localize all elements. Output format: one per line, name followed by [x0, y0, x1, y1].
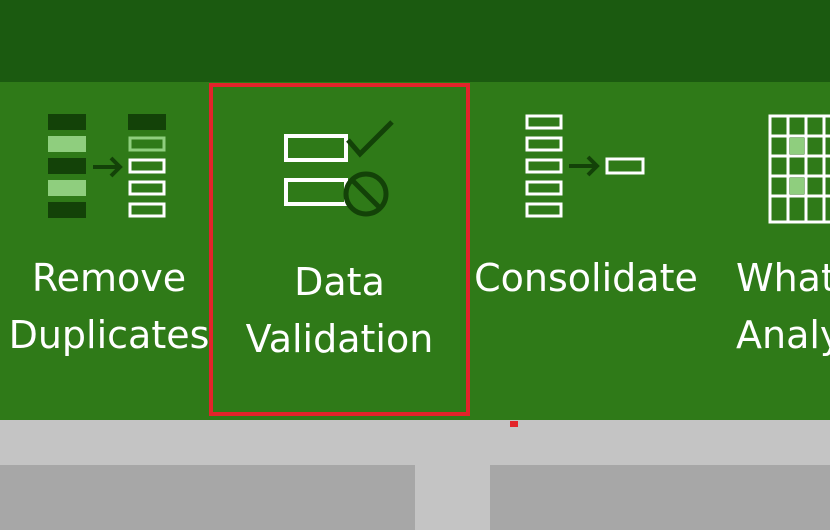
data-validation-icon — [283, 120, 394, 217]
consolidate-label: Consolidate — [470, 250, 702, 307]
what-if-analysis-icon — [768, 114, 830, 224]
consolidate-label-line1: Consolidate — [474, 256, 698, 300]
what-if-analysis-label: What Analy — [736, 250, 830, 364]
what-if-analysis-label-line1: What — [736, 256, 830, 300]
workspace-panel-left — [0, 465, 415, 530]
data-validation-label-line2: Validation — [245, 317, 434, 361]
remove-duplicates-label-line1: Remove — [31, 256, 187, 300]
remove-duplicates-label-line2: Duplicates — [8, 313, 210, 357]
data-validation-button[interactable]: Data Validation — [209, 83, 470, 416]
consolidate-icon — [525, 114, 645, 218]
data-validation-label: Data Validation — [213, 254, 466, 368]
data-validation-label-line1: Data — [294, 260, 385, 304]
remove-duplicates-icon — [48, 114, 166, 218]
highlight-marker — [510, 421, 518, 427]
remove-duplicates-label: Remove Duplicates — [0, 250, 218, 364]
what-if-analysis-label-line2: Analy — [736, 313, 830, 357]
workspace-panel-right — [490, 465, 830, 530]
what-if-analysis-button[interactable]: What Analy — [702, 82, 830, 420]
remove-duplicates-button[interactable]: Remove Duplicates — [0, 82, 218, 420]
data-ribbon: Remove Duplicates Data Validation — [0, 82, 830, 420]
consolidate-button[interactable]: Consolidate — [470, 82, 702, 420]
title-bar — [0, 0, 830, 82]
